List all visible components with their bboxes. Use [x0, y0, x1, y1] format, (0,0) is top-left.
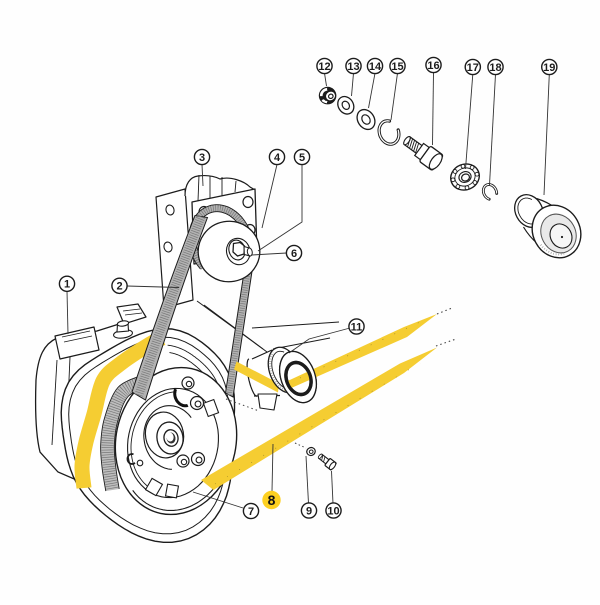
svg-text:13: 13: [347, 61, 359, 73]
svg-text:7: 7: [248, 506, 254, 518]
svg-text:19: 19: [543, 62, 555, 74]
svg-text:2: 2: [116, 281, 122, 293]
svg-text:18: 18: [489, 62, 501, 74]
svg-text:16: 16: [427, 60, 439, 72]
svg-text:14: 14: [369, 61, 382, 73]
svg-text:15: 15: [391, 61, 403, 73]
svg-text:12: 12: [318, 61, 330, 73]
svg-text:1: 1: [64, 279, 70, 291]
svg-text:9: 9: [306, 505, 312, 517]
svg-text:6: 6: [291, 248, 297, 260]
svg-text:5: 5: [299, 152, 305, 164]
svg-text:4: 4: [274, 152, 281, 164]
svg-text:17: 17: [467, 62, 479, 74]
svg-text:3: 3: [199, 152, 205, 164]
svg-text:10: 10: [327, 505, 339, 517]
svg-text:8: 8: [268, 492, 276, 508]
svg-text:11: 11: [351, 321, 363, 333]
